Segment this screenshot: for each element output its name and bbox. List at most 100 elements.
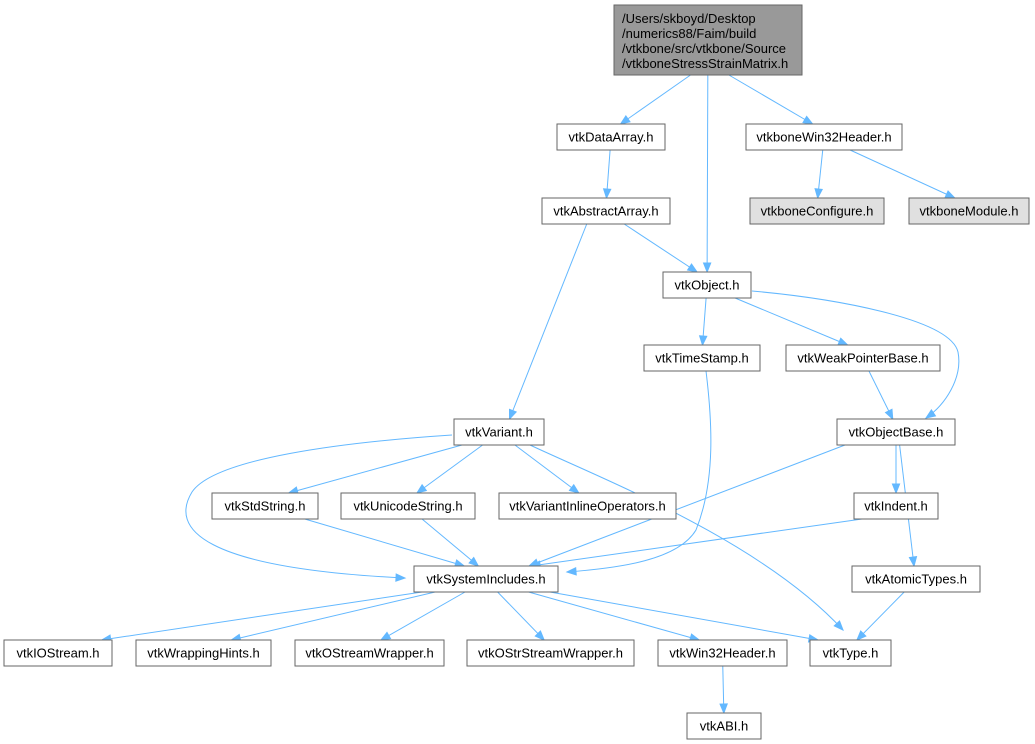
node-box-vtk-abstract-array — [541, 197, 671, 225]
node-vtk-variant[interactable]: vtkVariant.h — [453, 418, 545, 446]
arrowhead-vtk-ostr-stream-wrapper — [534, 630, 546, 641]
edge-vtk-system-includes-to-vtk-ostr-stream-wrapper — [497, 591, 545, 641]
node-vtk-type[interactable]: vtkType.h — [809, 639, 892, 667]
edge-vtk-std-string-to-vtk-system-includes — [304, 518, 465, 567]
arrowhead-vtkbone-module — [944, 190, 956, 199]
node-box-vtk-unicode-string — [340, 492, 476, 520]
edge-vtk-system-includes-to-vtk-wrapping-hints — [231, 591, 436, 641]
node-vtk-object[interactable]: vtkObject.h — [662, 271, 752, 299]
node-label-vtk-weak-pointer-base: vtkWeakPointerBase.h — [797, 351, 928, 366]
node-vtk-weak-pointer-base[interactable]: vtkWeakPointerBase.h — [785, 344, 941, 372]
node-label-vtk-indent: vtkIndent.h — [864, 499, 928, 514]
arrowhead-vtk-variant-inline-operators — [568, 483, 580, 494]
arrowhead-vtk-object-base — [884, 408, 894, 421]
edge-vtk-variant-to-vtk-system-includes — [185, 434, 453, 579]
edge-vtk-atomic-types-to-vtk-type — [856, 591, 905, 641]
node-vtk-wrapping-hints[interactable]: vtkWrappingHints.h — [135, 639, 272, 667]
edge-vtk-indent-to-vtk-system-includes — [531, 518, 863, 567]
arrowhead-vtk-variant — [508, 408, 518, 421]
arrowhead-vtk-system-includes — [565, 566, 577, 576]
node-label-vtk-std-string: vtkStdString.h — [225, 499, 306, 514]
node-box-vtk-iostream — [3, 639, 113, 667]
arrowhead-vtk-unicode-string — [415, 483, 428, 494]
arrowhead-vtkbone-win32-header — [802, 115, 814, 125]
node-box-vtk-std-string — [211, 492, 319, 520]
node-label-vtk-type: vtkType.h — [823, 646, 879, 661]
node-label-root-line-2: /numerics88/Faim/build — [622, 26, 756, 41]
node-box-vtk-weak-pointer-base — [785, 344, 941, 372]
node-vtk-win32-header[interactable]: vtkWin32Header.h — [657, 639, 788, 667]
edge-root-to-vtk-data-array — [620, 74, 691, 125]
edge-vtk-object-to-vtk-weak-pointer-base — [734, 297, 848, 346]
node-box-vtk-abi — [686, 712, 762, 740]
node-box-vtk-object — [662, 271, 752, 299]
node-vtk-variant-inline-operators[interactable]: vtkVariantInlineOperators.h — [498, 492, 677, 520]
node-label-root-line-1: /Users/skboyd/Desktop — [622, 11, 756, 26]
node-label-root-line-4: /vtkboneStressStrainMatrix.h — [622, 56, 788, 71]
edge-vtk-variant-to-vtk-variant-inline-operators — [514, 444, 580, 494]
node-box-vtk-ostream-wrapper — [294, 639, 445, 667]
node-box-vtk-atomic-types — [851, 565, 981, 593]
node-label-vtk-object-base: vtkObjectBase.h — [849, 425, 944, 440]
arrowhead-vtk-abi — [719, 703, 728, 715]
arrowhead-vtk-indent — [891, 483, 901, 495]
node-label-vtk-time-stamp: vtkTimeStamp.h — [655, 351, 748, 366]
edge-root-to-vtk-object — [706, 74, 709, 273]
node-label-vtk-object: vtkObject.h — [674, 278, 739, 293]
edge-vtk-unicode-string-to-vtk-system-includes — [421, 518, 479, 567]
node-label-vtk-abi: vtkABI.h — [700, 719, 748, 734]
node-vtk-data-array[interactable]: vtkDataArray.h — [556, 123, 666, 151]
node-label-vtk-variant: vtkVariant.h — [465, 425, 533, 440]
arrowhead-vtk-abstract-array — [602, 188, 612, 200]
node-box-vtkbone-win32-header — [745, 123, 903, 151]
arrowhead-vtk-type — [856, 630, 867, 641]
node-vtk-ostr-stream-wrapper[interactable]: vtkOStrStreamWrapper.h — [466, 639, 635, 667]
node-vtk-std-string[interactable]: vtkStdString.h — [211, 492, 319, 520]
edge-vtk-time-stamp-to-vtk-system-includes — [566, 370, 712, 573]
node-root: /Users/skboyd/Desktop/numerics88/Faim/bu… — [613, 4, 803, 76]
node-vtk-object-base[interactable]: vtkObjectBase.h — [836, 418, 956, 446]
node-vtk-unicode-string[interactable]: vtkUnicodeString.h — [340, 492, 476, 520]
node-vtk-indent[interactable]: vtkIndent.h — [853, 492, 939, 520]
node-vtk-ostream-wrapper[interactable]: vtkOStreamWrapper.h — [294, 639, 445, 667]
node-vtk-atomic-types[interactable]: vtkAtomicTypes.h — [851, 565, 981, 593]
arrowhead-vtk-system-includes — [395, 573, 407, 582]
node-label-vtk-variant-inline-operators: vtkVariantInlineOperators.h — [509, 499, 666, 514]
edge-vtkbone-win32-header-to-vtkbone-module — [849, 149, 955, 199]
edge-vtk-system-includes-to-vtk-type — [549, 591, 819, 641]
node-box-vtk-time-stamp — [643, 344, 761, 372]
node-vtk-iostream[interactable]: vtkIOStream.h — [3, 639, 113, 667]
edge-vtk-system-includes-to-vtk-ostream-wrapper — [380, 591, 466, 641]
arrowhead-vtk-system-includes — [468, 556, 480, 567]
node-label-root-line-3: /vtkbone/src/vtkbone/Source — [622, 41, 786, 56]
node-label-vtk-unicode-string: vtkUnicodeString.h — [353, 499, 462, 514]
node-box-vtk-wrapping-hints — [135, 639, 272, 667]
node-label-vtkbone-configure: vtkboneConfigure.h — [761, 204, 874, 219]
node-box-vtk-indent — [853, 492, 939, 520]
node-box-vtkbone-module — [908, 197, 1030, 225]
edge-vtk-abstract-array-to-vtk-variant — [509, 223, 588, 420]
node-label-vtk-ostr-stream-wrapper: vtkOStrStreamWrapper.h — [478, 646, 623, 661]
node-box-vtk-system-includes — [413, 565, 559, 593]
node-label-vtk-ostream-wrapper: vtkOStreamWrapper.h — [305, 646, 433, 661]
arrowhead-vtk-weak-pointer-base — [837, 337, 849, 346]
arrowhead-vtk-object — [686, 263, 699, 273]
node-box-vtkbone-configure — [749, 197, 885, 225]
node-vtk-time-stamp[interactable]: vtkTimeStamp.h — [643, 344, 761, 372]
node-vtk-abstract-array[interactable]: vtkAbstractArray.h — [541, 197, 671, 225]
edge-vtk-variant-to-vtk-type — [529, 444, 844, 631]
node-vtk-abi[interactable]: vtkABI.h — [686, 712, 762, 740]
node-vtk-system-includes[interactable]: vtkSystemIncludes.h — [413, 565, 559, 593]
node-box-vtk-variant — [453, 418, 545, 446]
node-label-vtk-abstract-array: vtkAbstractArray.h — [553, 204, 658, 219]
node-label-vtk-wrapping-hints: vtkWrappingHints.h — [147, 646, 259, 661]
node-box-vtk-ostr-stream-wrapper — [466, 639, 635, 667]
arrowhead-vtk-time-stamp — [698, 335, 708, 347]
arrowhead-vtk-data-array — [619, 114, 631, 125]
node-vtkbone-win32-header[interactable]: vtkboneWin32Header.h — [745, 123, 903, 151]
edge-vtk-variant-to-vtk-unicode-string — [416, 444, 483, 494]
node-box-vtk-win32-header — [657, 639, 788, 667]
node-label-vtkbone-module: vtkboneModule.h — [919, 204, 1018, 219]
edge-vtk-object-base-to-vtk-system-includes — [528, 444, 846, 567]
node-label-vtk-win32-header: vtkWin32Header.h — [669, 646, 775, 661]
